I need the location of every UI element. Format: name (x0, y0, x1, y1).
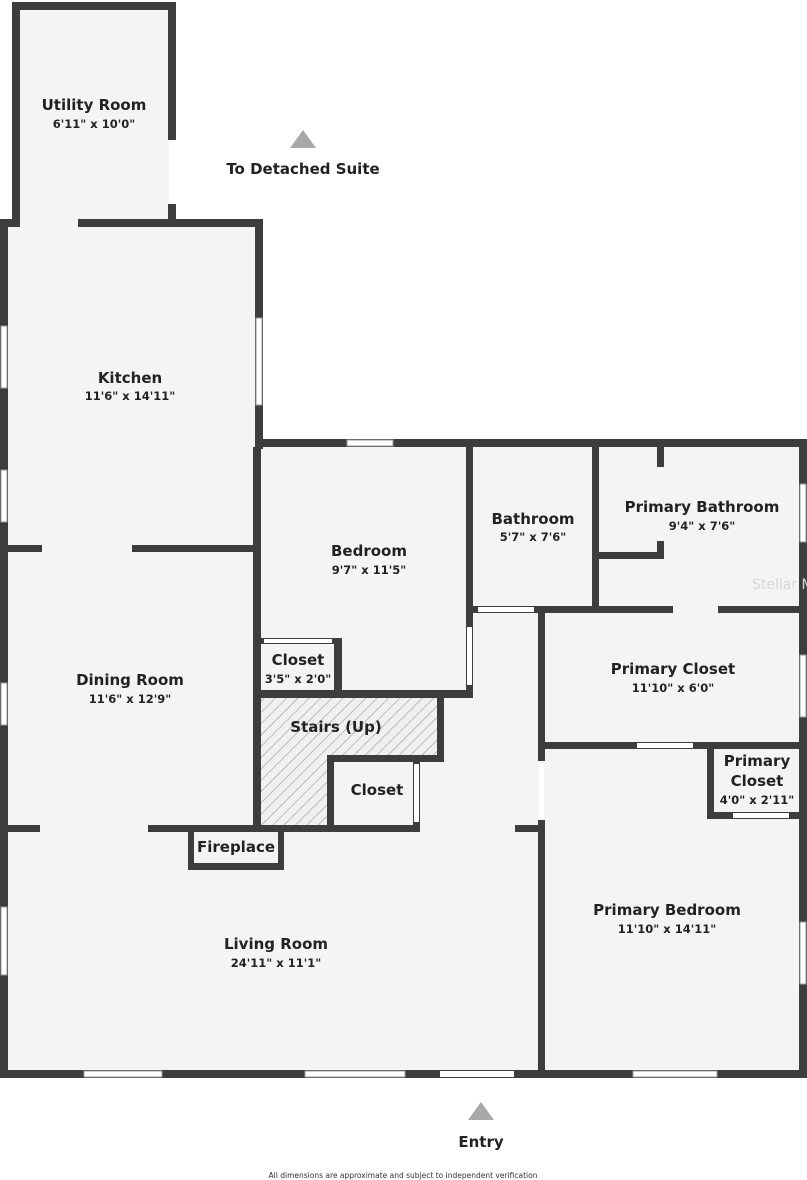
bathroom-dim: 5'7" x 7'6" (500, 530, 566, 544)
kitchen-dim: 11'6" x 14'11" (85, 389, 175, 403)
bedroom-closet-dim: 3'5" x 2'0" (265, 672, 331, 686)
bathroom-name: Bathroom (491, 510, 574, 528)
stairs-hatch (260, 698, 443, 828)
west-wing-floor (4, 222, 260, 1077)
up-arrow-icon (290, 130, 316, 148)
dining-room-dim: 11'6" x 12'9" (89, 692, 171, 706)
primary-closet-small-dim: 4'0" x 2'11" (720, 793, 794, 807)
primary-closet-name: Primary Closet (611, 660, 735, 678)
bedroom-name: Bedroom (331, 542, 407, 560)
detached-suite-label: To Detached Suite (226, 160, 379, 178)
primary-bedroom-name: Primary Bedroom (593, 901, 741, 919)
windows (0, 317, 807, 1078)
bedroom-closet-name: Closet (272, 651, 325, 669)
bedroom-dim: 9'7" x 11'5" (332, 563, 406, 577)
fireplace-name: Fireplace (197, 838, 275, 856)
doors (169, 140, 789, 1077)
primary-bedroom-dim: 11'10" x 14'11" (618, 922, 716, 936)
utility-room-floor (14, 5, 173, 225)
watermark: Stellar M (752, 577, 807, 593)
entry-label: Entry (458, 1133, 503, 1151)
kitchen-name: Kitchen (98, 369, 162, 387)
living-room-name: Living Room (224, 935, 328, 953)
stairs-name: Stairs (Up) (290, 718, 381, 736)
primary-closet-small-name-1: Primary (724, 752, 791, 770)
utility-room-name: Utility Room (42, 96, 147, 114)
up-arrow-icon (468, 1102, 494, 1120)
primary-closet-dim: 11'10" x 6'0" (632, 681, 714, 695)
stair-closet-name: Closet (351, 781, 404, 799)
primary-closet-small-name-2: Closet (731, 772, 784, 790)
dining-room-name: Dining Room (76, 671, 184, 689)
primary-bathroom-dim: 9'4" x 7'6" (669, 519, 735, 533)
primary-bathroom-name: Primary Bathroom (625, 498, 780, 516)
living-room-dim: 24'11" x 11'1" (231, 956, 321, 970)
disclaimer: All dimensions are approximate and subje… (269, 1171, 538, 1180)
utility-room-dim: 6'11" x 10'0" (53, 117, 135, 131)
